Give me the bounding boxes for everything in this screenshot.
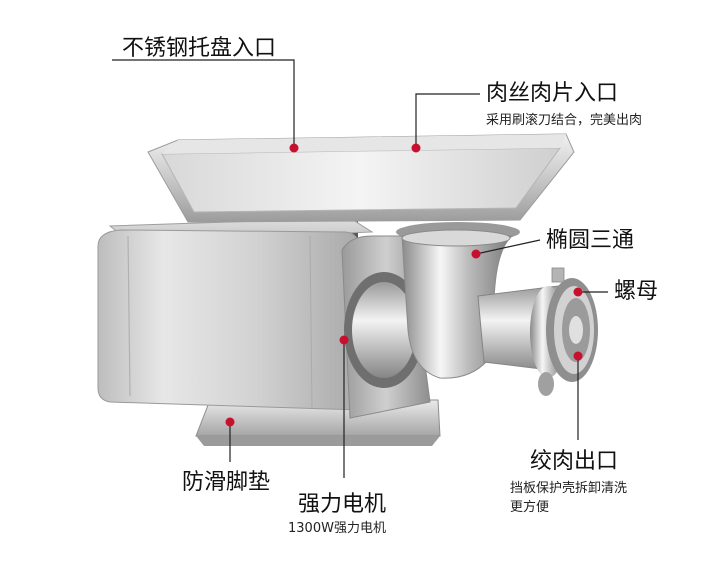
note-motor: 1300W强力电机 xyxy=(288,521,386,536)
motor-side-plate xyxy=(341,235,431,419)
marker-tray xyxy=(289,143,299,153)
callout-markers xyxy=(225,143,583,427)
note-outlet-line2: 更方便 xyxy=(510,500,550,515)
label-tray: 不锈钢托盘入口 xyxy=(122,36,277,61)
marker-tee xyxy=(471,249,481,259)
marker-nut xyxy=(573,287,583,297)
label-motor: 强力电机 xyxy=(298,492,387,517)
note-outlet-line1: 挡板保护壳拆卸清洗 xyxy=(510,481,628,496)
leader-lines xyxy=(112,59,608,478)
motor-housing xyxy=(97,217,374,411)
label-inlet: 肉丝肉片入口 xyxy=(486,81,619,106)
label-outlet: 绞肉出口 xyxy=(530,449,619,474)
ring-nut xyxy=(546,267,598,382)
label-feet: 防滑脚垫 xyxy=(182,470,271,495)
marker-motor xyxy=(339,335,349,345)
marker-inlet xyxy=(411,143,421,153)
note-inlet: 采用刷滚刀结合，完美出肉 xyxy=(486,113,643,128)
marker-feet xyxy=(225,417,235,427)
label-nut: 螺母 xyxy=(614,279,659,304)
stainless-tray xyxy=(147,133,575,223)
label-tee: 椭圆三通 xyxy=(546,228,635,253)
marker-outlet xyxy=(573,351,583,361)
